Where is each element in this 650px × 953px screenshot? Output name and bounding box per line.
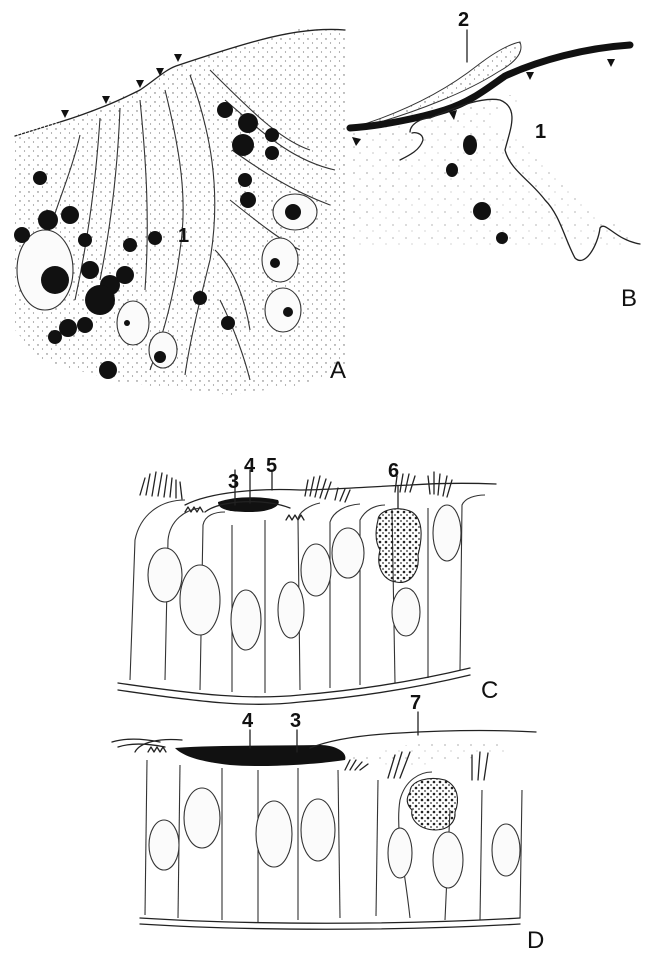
callout-d-3: 3 [290,710,301,732]
panel-label-a: A [330,357,346,384]
callout-c-4: 4 [244,455,256,477]
callout-c-5: 5 [266,455,277,477]
panel-label-d: D [527,927,544,953]
callout-c-6: 6 [388,460,399,482]
panel-b: 2 1 B [350,9,640,312]
panel-d: 4 3 7 D [112,692,544,953]
panel-a: 1 A [14,28,346,395]
callout-a-1: 1 [178,225,189,247]
panel-label-b: B [621,285,637,312]
callout-b-1: 1 [535,121,546,143]
panel-c: 3 4 5 6 C [118,455,498,704]
callout-b-2: 2 [458,9,469,31]
callout-d-4: 4 [242,710,254,732]
callout-d-7: 7 [410,692,421,714]
panel-label-c: C [481,677,498,704]
callout-c-3: 3 [228,471,239,493]
